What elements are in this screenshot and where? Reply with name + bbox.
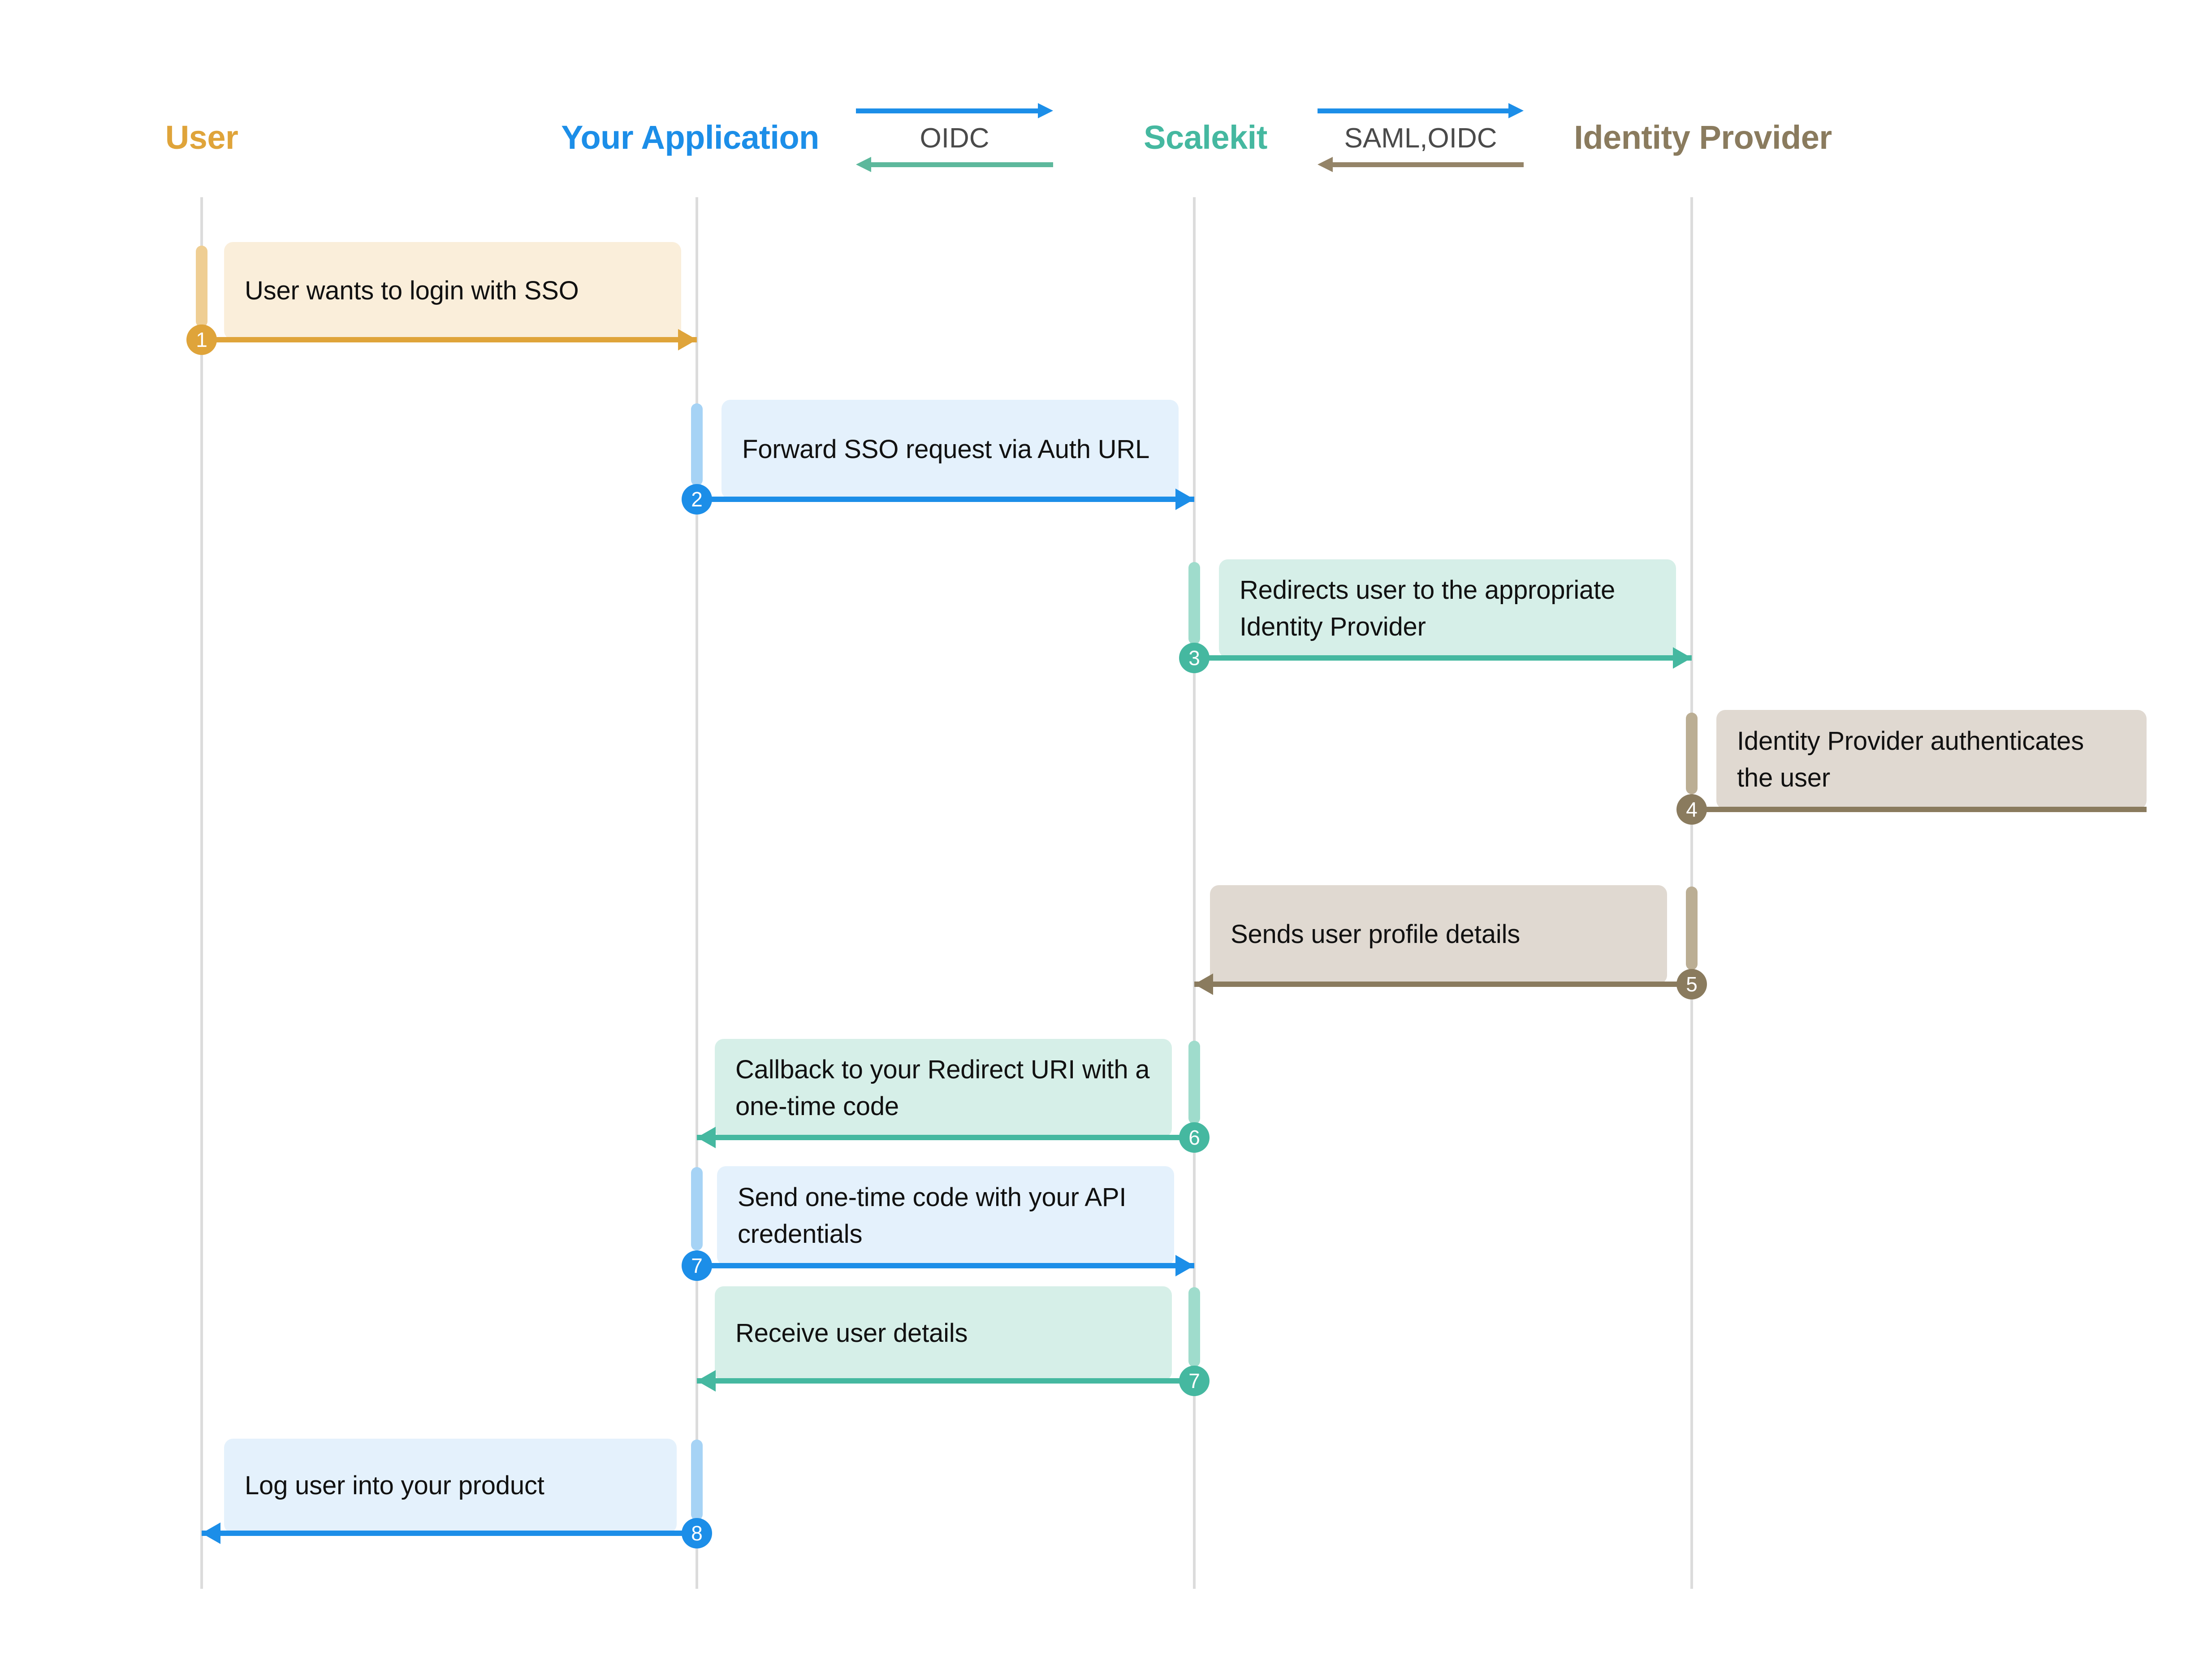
message-text-line: credentials [738,1220,863,1249]
message-note-step-6: Callback to your Redirect URI with a one-… [715,1039,1172,1137]
message-arrow-step-7 [697,1263,1194,1268]
message-note-step-7: Send one-time code with your API credenti… [717,1166,1174,1266]
message-text-line: Identity Provider [1240,612,1426,641]
protocol-label-oidc: OIDC [920,123,989,154]
activation-bar-step-3 [1188,562,1200,644]
message-arrowhead-step-5 [1194,973,1213,995]
message-arrow-step-1 [202,337,697,342]
protocol-group-saml-oidc: SAML,OIDC [1318,103,1524,172]
message-text-step-5: Sends user profile details [1231,920,1521,949]
message-arrow-step-9 [202,1531,697,1536]
message-text-line: Redirects user to the appropriate [1240,575,1616,605]
message-arrow-step-8 [697,1378,1194,1384]
message-text-step-1: User wants to login with SSO [245,276,579,305]
step-badge-step-5[interactable]: 5 [1676,969,1707,999]
activation-bar-step-9 [691,1440,703,1520]
message-text-line: the user [1737,763,1830,792]
step-badge-step-3[interactable]: 3 [1179,643,1210,673]
message-text-line: one-time code [735,1092,899,1121]
message-arrow-step-3 [1194,655,1692,661]
step-badge-step-4[interactable]: 4 [1676,794,1707,825]
protocol-group-oidc: OIDC [856,103,1053,172]
message-note-step-9: Log user into your product [224,1439,677,1533]
activation-bar-step-8 [1188,1287,1200,1367]
step-badge-step-8[interactable]: 7 [1179,1366,1210,1396]
message-text-line: Send one-time code with your API [738,1182,1127,1212]
message-arrowhead-step-3 [1673,647,1692,669]
message-text-step-2: Forward SSO request via Auth URL [742,434,1150,464]
message-note-step-5: Sends user profile details [1210,885,1667,984]
message-arrow-step-2 [697,497,1194,502]
protocol-arrow-left-saml-oidc [1318,157,1524,172]
message-text-step-7: Send one-time code with your API credenti… [738,1179,1127,1253]
lifeline-your-application [696,197,698,1589]
activation-bar-step-7 [691,1167,703,1250]
protocol-arrow-right-oidc [856,103,1053,118]
message-arrowhead-step-8 [697,1370,716,1392]
step-badge-step-9[interactable]: 8 [682,1518,712,1548]
protocol-arrow-left-oidc [856,157,1053,172]
message-note-step-2: Forward SSO request via Auth URL [721,400,1179,499]
step-badge-step-6[interactable]: 6 [1179,1122,1210,1153]
message-arrow-step-5 [1194,982,1692,987]
message-text-line: Identity Provider authenticates [1737,726,2084,756]
step-badge-step-2[interactable]: 2 [682,484,712,515]
message-text-step-9: Log user into your product [245,1471,544,1501]
activation-bar-step-2 [691,403,703,486]
step-badge-step-1[interactable]: 1 [186,324,217,355]
protocol-label-saml-oidc: SAML,OIDC [1344,123,1497,154]
message-arrowhead-step-2 [1175,489,1194,510]
message-arrow-step-4 [1692,807,2147,812]
message-arrowhead-step-1 [678,329,697,350]
participant-label-identity-provider: Identity Provider [1574,119,1832,156]
participant-label-scalekit: Scalekit [1144,119,1267,156]
activation-bar-step-4 [1686,713,1698,794]
message-text-step-4: Identity Provider authenticates the user [1737,723,2084,797]
step-badge-step-7[interactable]: 7 [682,1250,712,1281]
protocol-arrow-right-saml-oidc [1318,103,1524,118]
message-note-step-4: Identity Provider authenticates the user [1716,710,2147,809]
activation-bar-step-5 [1686,887,1698,970]
activation-bar-step-6 [1188,1041,1200,1124]
message-arrowhead-step-6 [697,1127,716,1148]
lifeline-user [200,197,203,1589]
message-note-step-8: Receive user details [715,1286,1172,1381]
message-text-line: Callback to your Redirect URI with a [735,1055,1150,1084]
activation-bar-step-1 [196,246,207,327]
message-arrowhead-step-9 [202,1522,220,1544]
message-arrowhead-step-7 [1175,1255,1194,1276]
message-note-step-1: User wants to login with SSO [224,242,681,340]
participant-label-your-application: Your Application [561,119,819,156]
message-arrow-step-6 [697,1135,1194,1140]
message-text-step-8: Receive user details [735,1319,968,1348]
lifeline-scalekit [1193,197,1196,1589]
message-text-step-6: Callback to your Redirect URI with a one-… [735,1051,1150,1125]
participant-label-user: User [165,119,238,156]
